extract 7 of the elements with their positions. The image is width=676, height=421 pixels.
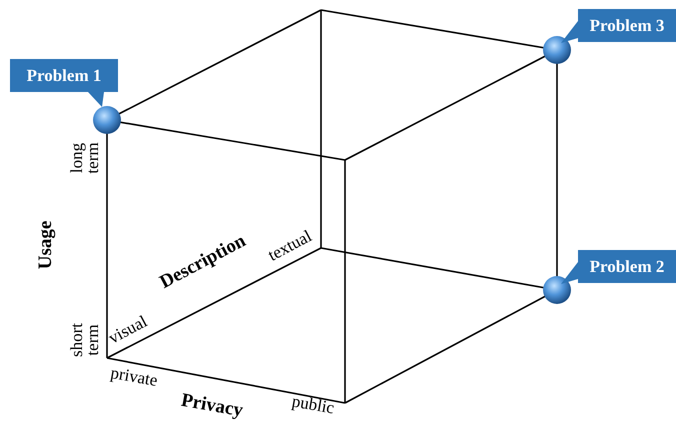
- axis-title: Usage: [38, 220, 54, 270]
- scale-label: public: [290, 393, 336, 417]
- axis-title: Privacy: [180, 392, 244, 420]
- scale-label: visual: [106, 313, 150, 347]
- scale-label: private: [109, 365, 159, 389]
- scale-label: short term: [69, 322, 101, 359]
- scale-label: long term: [69, 141, 101, 176]
